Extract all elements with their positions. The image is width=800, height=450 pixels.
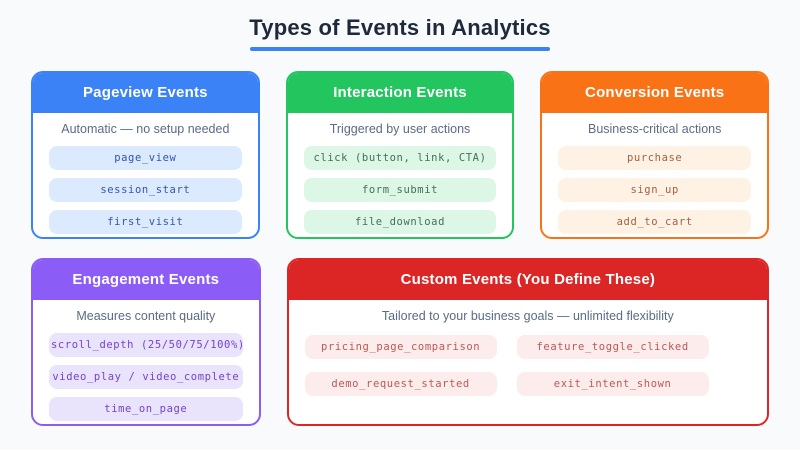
event-pill: feature_toggle_clicked bbox=[516, 335, 709, 359]
cards-row-bottom: Engagement Events Measures content quali… bbox=[31, 258, 769, 426]
card-header: Conversion Events bbox=[542, 73, 768, 113]
event-pill: demo_request_started bbox=[304, 372, 497, 396]
card-subtitle: Measures content quality bbox=[76, 309, 216, 323]
card-custom-events: Custom Events (You Define These) Tailore… bbox=[286, 258, 769, 426]
page-header: Types of Events in Analytics bbox=[0, 0, 800, 51]
title-underline bbox=[250, 47, 550, 51]
card-conversion-events: Conversion Events Business-critical acti… bbox=[540, 71, 770, 239]
page-title: Types of Events in Analytics bbox=[249, 15, 551, 40]
card-header: Custom Events (You Define These) bbox=[288, 260, 767, 300]
event-pill: pricing_page_comparison bbox=[304, 335, 497, 359]
card-subtitle: Triggered by user actions bbox=[329, 122, 471, 136]
pill-list: click (button, link, CTA) form_submit fi… bbox=[288, 145, 513, 234]
cards-container: Pageview Events Automatic — no setup nee… bbox=[31, 71, 770, 426]
event-pill: file_download bbox=[303, 210, 497, 234]
event-pill: session_start bbox=[49, 178, 242, 202]
card-header: Pageview Events bbox=[33, 73, 258, 113]
card-interaction-events: Interaction Events Triggered by user act… bbox=[285, 71, 515, 239]
card-pageview-events: Pageview Events Automatic — no setup nee… bbox=[31, 71, 260, 239]
event-pill: first_visit bbox=[49, 210, 242, 234]
pill-list: purchase sign_up add_to_cart bbox=[542, 145, 767, 234]
event-pill: purchase bbox=[558, 146, 752, 170]
pill-list: page_view session_start first_visit bbox=[33, 145, 258, 234]
cards-row-top: Pageview Events Automatic — no setup nee… bbox=[31, 71, 770, 239]
event-pill: add_to_cart bbox=[558, 210, 752, 234]
card-header: Engagement Events bbox=[33, 260, 259, 300]
event-pill: time_on_page bbox=[49, 397, 243, 421]
card-subtitle: Business-critical actions bbox=[587, 122, 722, 136]
card-subtitle: Tailored to your business goals — unlimi… bbox=[381, 309, 674, 323]
pill-grid: pricing_page_comparison feature_toggle_c… bbox=[289, 332, 767, 396]
pill-list: scroll_depth (25/50/75/100%) video_play … bbox=[33, 332, 259, 421]
event-pill: form_submit bbox=[303, 178, 497, 202]
event-pill: sign_up bbox=[558, 178, 752, 202]
event-pill: scroll_depth (25/50/75/100%) bbox=[49, 333, 244, 357]
card-engagement-events: Engagement Events Measures content quali… bbox=[31, 258, 261, 426]
card-subtitle: Automatic — no setup needed bbox=[61, 122, 230, 136]
card-header: Interaction Events bbox=[287, 73, 513, 113]
event-pill: video_play / video_complete bbox=[49, 365, 243, 389]
event-pill: page_view bbox=[49, 146, 242, 170]
event-pill: click (button, link, CTA) bbox=[303, 146, 497, 170]
event-pill: exit_intent_shown bbox=[516, 372, 709, 396]
